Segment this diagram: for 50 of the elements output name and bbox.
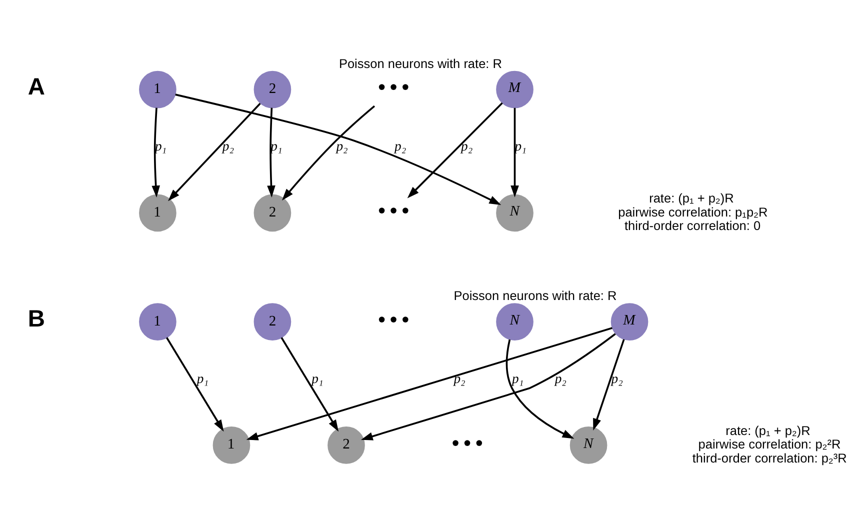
node-circle: N [496, 303, 534, 340]
edge-label: p₂ [554, 370, 566, 386]
node-circle: N [496, 194, 534, 232]
arrow [267, 108, 276, 198]
node-circle: 1 [139, 194, 176, 232]
node-circle: 1 [139, 70, 176, 108]
label: rate: (p₁ + p₂)R [649, 190, 734, 206]
arrow [282, 105, 376, 200]
arrow [152, 108, 160, 198]
node-circle: M [610, 303, 648, 340]
label: pairwise correlation: p₂²R [698, 436, 841, 452]
arrow [593, 339, 625, 430]
node-circle: N [570, 426, 608, 464]
edge-label: p₂ [454, 370, 466, 386]
edge-label: p₂ [336, 138, 348, 154]
arrow [510, 108, 519, 198]
arrow [280, 337, 339, 432]
node-circle: 1 [139, 303, 176, 340]
label: rate: (p₁ + p₂)R [726, 422, 810, 438]
arrow [246, 327, 612, 440]
edge-label: p₁ [312, 370, 324, 386]
arrow [166, 337, 224, 432]
node-text: ••• [450, 431, 486, 456]
arrow [506, 339, 574, 439]
edge-label: p₂ [611, 370, 623, 386]
arrow [407, 102, 503, 198]
edge-label: p₂ [461, 138, 473, 154]
node-text: ••• [376, 199, 412, 224]
edge-label: p₁ [512, 370, 524, 386]
node-circle: 2 [254, 194, 292, 232]
arrow [175, 94, 502, 206]
arrow [168, 102, 261, 202]
node-text: ••• [376, 308, 412, 332]
label: third-order correlation: p₂³R [692, 450, 847, 466]
arrow [360, 333, 616, 440]
node-circle: 2 [254, 70, 292, 108]
node-circle: 2 [254, 303, 292, 340]
node-label: Poisson neurons with rate: R [338, 56, 502, 71]
node-circle: 1 [212, 426, 250, 464]
label: A [28, 74, 46, 100]
edge-label: p₁ [154, 138, 167, 154]
node-circle: 2 [328, 426, 365, 464]
node-text: ••• [376, 76, 412, 100]
label: B [28, 306, 46, 333]
edge-label: p₂ [394, 138, 406, 154]
node-label: Poisson neurons with rate: R [454, 288, 617, 304]
edge-label: p₂ [222, 138, 234, 154]
edge-label: p₁ [196, 370, 208, 386]
label: pairwise correlation: p₁p₂R [618, 204, 768, 220]
node-circle: M [496, 70, 534, 108]
